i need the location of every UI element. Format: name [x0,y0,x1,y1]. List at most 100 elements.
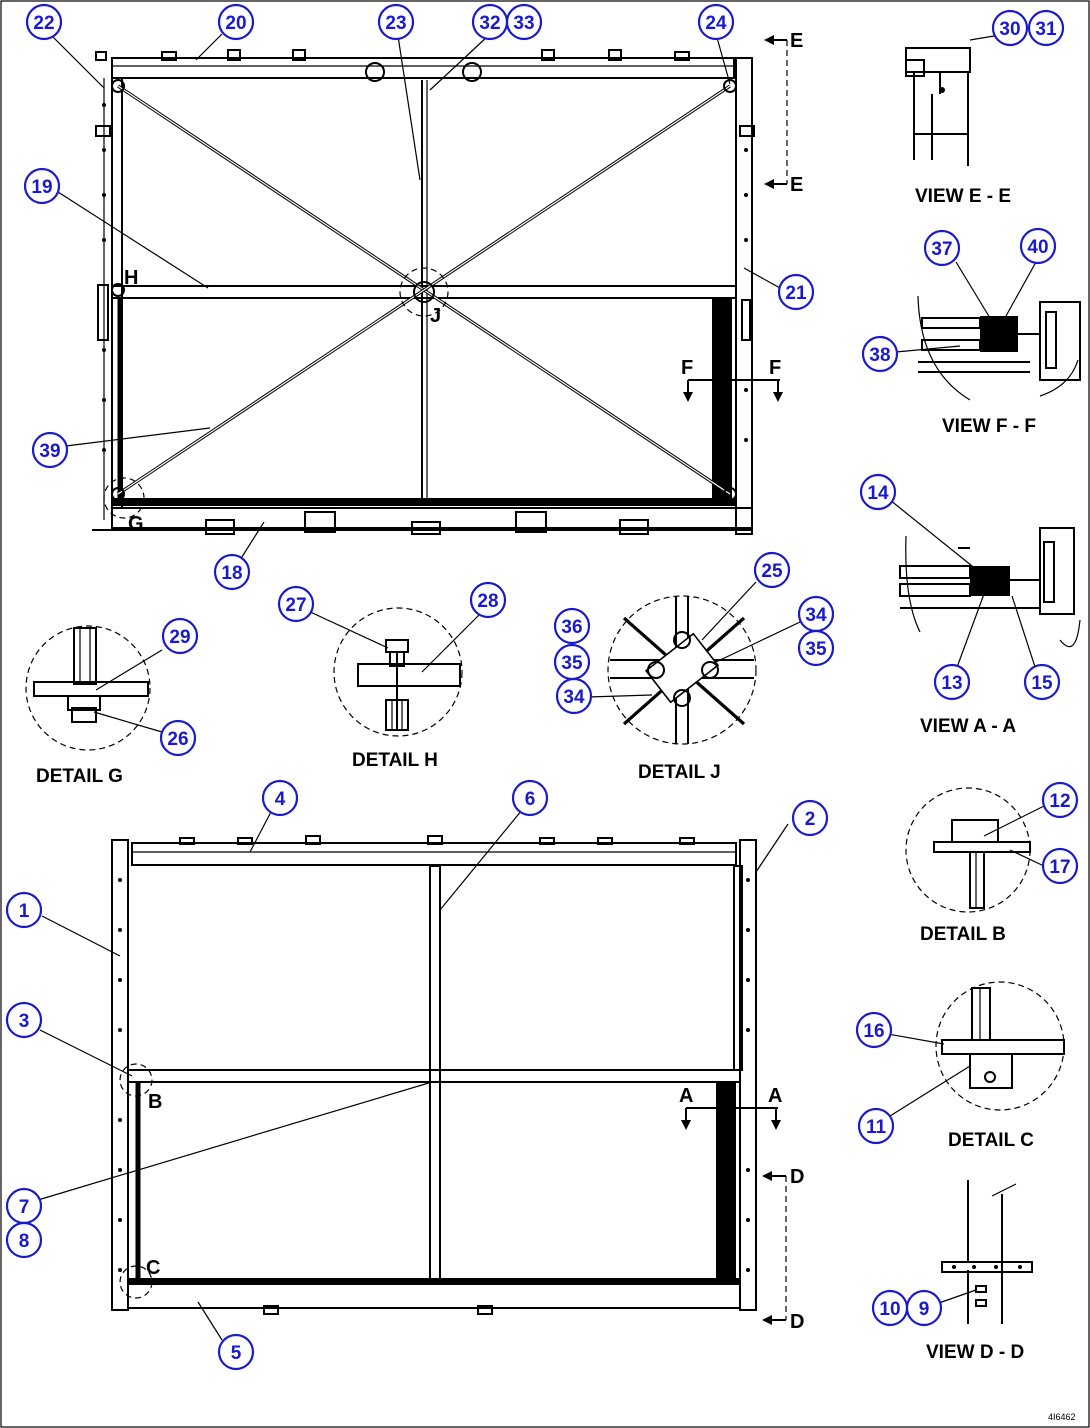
callout-circle [1019,227,1057,265]
callout-number: 33 [513,13,534,34]
callout-circle [5,1001,43,1039]
detail-c-title: DETAIL C [948,1130,1034,1151]
callout-number: 12 [1049,791,1070,812]
callout-number: 29 [169,627,190,648]
callout-27: 27 [277,585,315,623]
callout-circle [1023,663,1061,701]
callout-number: 9 [919,1299,930,1320]
callout-number: 19 [31,177,52,198]
callout-39: 39 [31,431,69,469]
callout-circle [555,677,593,715]
callout-circle [25,3,63,41]
callout-circle [797,629,835,667]
callout-number: 35 [561,653,583,674]
callout-number: 15 [1031,673,1053,694]
callout-circle [377,3,415,41]
detail-j-marker: J [430,305,441,327]
callout-circle [553,607,591,645]
callout-circle [213,553,251,591]
callout-circle [23,167,61,205]
detail-g-marker: G [128,513,144,535]
callout-number: 38 [869,345,890,366]
callout-number: 37 [931,239,952,260]
callout-38: 38 [861,335,899,373]
callout-19: 19 [23,167,61,205]
callout-number: 28 [477,591,498,612]
callout-35: 35 [797,629,835,667]
callout-circle [277,585,315,623]
callout-10: 10 [871,1289,909,1327]
callout-22: 22 [25,3,63,41]
callout-number: 35 [805,639,827,660]
callout-number: 2 [805,809,816,830]
callout-20: 20 [217,3,255,41]
callout-number: 40 [1027,237,1048,258]
callout-34-2: 34 [555,677,593,715]
section-d-label-top: D [790,1166,804,1188]
leader-lines [37,33,789,1341]
callout-36: 36 [553,607,591,645]
section-d-marker: D D [762,1166,804,1333]
section-f-label-right: F [769,357,781,379]
callout-number: 5 [231,1343,242,1364]
callout-circle [1041,847,1079,885]
view-ee-drawing [905,35,995,166]
callout-1: 1 [5,891,43,929]
view-aa-drawing [889,499,1081,671]
callout-circle [1041,781,1079,819]
detail-h-marker: H [124,267,138,289]
callout-4: 4 [261,779,299,817]
callout-circle [469,581,507,619]
callout-circle [777,273,815,311]
section-e-label-bottom: E [790,174,803,196]
callout-2: 2 [791,799,829,837]
top-frame-assembly [92,49,755,535]
detail-g-title: DETAIL G [36,766,123,787]
callout-number: 32 [479,13,500,34]
callout-number: 1 [19,901,30,922]
section-a-label-right: A [768,1085,782,1107]
callout-30: 30 [991,9,1029,47]
callout-6: 6 [511,779,549,817]
callout-35-2: 35 [553,643,591,681]
detail-j-title: DETAIL J [638,762,721,783]
callout-number: 36 [561,617,582,638]
callout-circle [791,799,829,837]
view-ff-drawing [895,261,1081,401]
callout-number: 23 [385,13,406,34]
callout-number: 11 [866,1117,887,1138]
callout-number: 34 [563,687,585,708]
callout-number: 24 [705,13,727,34]
detail-b-drawing [905,787,1045,913]
callout-circle [159,719,197,757]
callout-circle [933,663,971,701]
section-d-label-bottom: D [790,1311,804,1333]
callout-circle [1027,9,1065,47]
callout-number: 39 [39,441,60,462]
callout-40: 40 [1019,227,1057,265]
callout-31: 31 [1027,9,1065,47]
callout-circle [217,1333,255,1371]
section-a-marker: A A [679,1085,782,1130]
detail-h-title: DETAIL H [352,750,438,771]
detail-c-marker: C [146,1257,160,1279]
callout-circle [5,891,43,929]
callout-circle [697,3,735,41]
view-dd-title: VIEW D - D [926,1342,1024,1363]
callout-24: 24 [697,3,735,41]
callout-number: 6 [525,789,536,810]
callout-circle [855,1011,893,1049]
figure-id: 4I6462 [1048,1412,1076,1422]
callout-number: 13 [941,673,962,694]
callout-circle [861,335,899,373]
detail-b-marker: B [148,1091,162,1113]
callout-23: 23 [377,3,415,41]
callout-number: 3 [19,1011,30,1032]
callout-circle [753,551,791,589]
callout-number: 10 [879,1299,900,1320]
callout-21: 21 [777,273,815,311]
callout-circle [505,3,543,41]
